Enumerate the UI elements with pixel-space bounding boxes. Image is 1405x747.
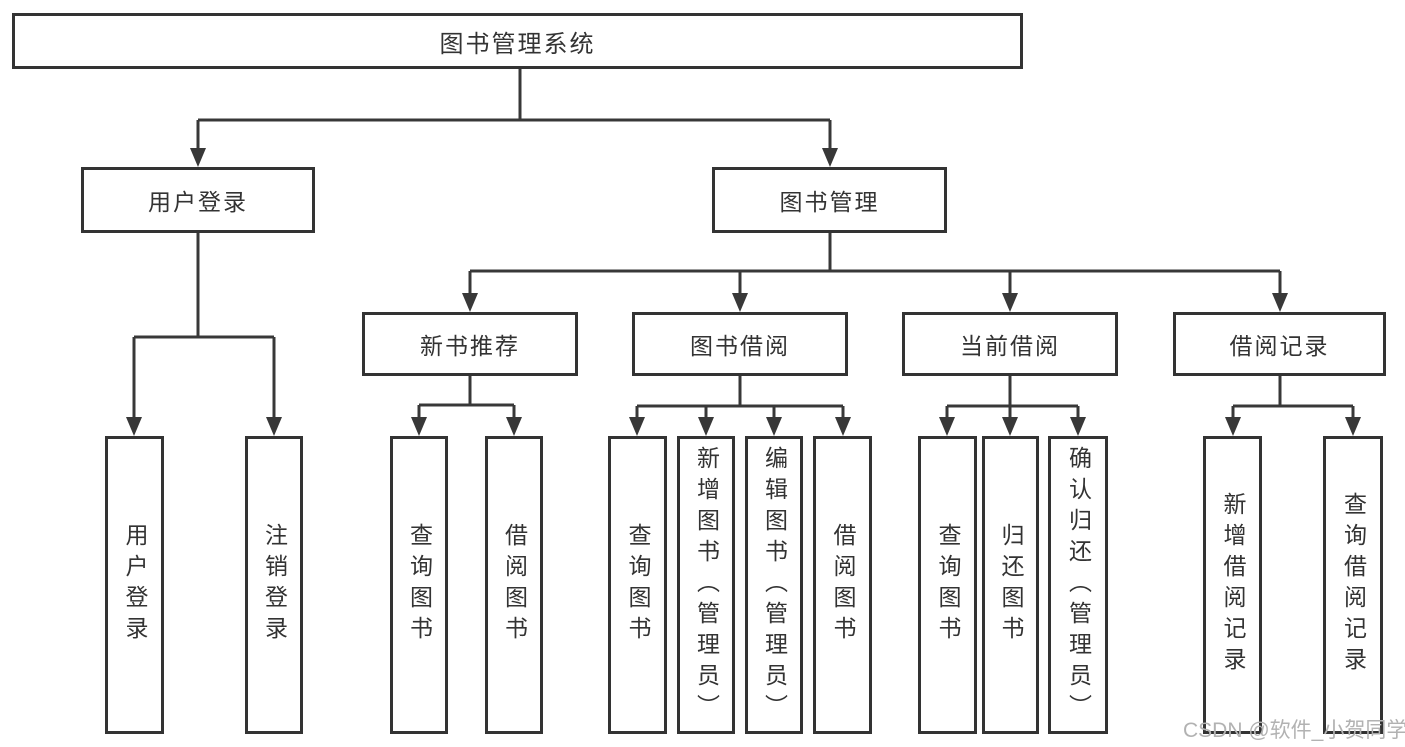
leaf-label: 借阅图书 [830, 523, 856, 647]
node-book-management: 图书管理 [712, 167, 947, 233]
node-user-login: 用户登录 [81, 167, 315, 233]
leaf-logout: 注销登录 [245, 436, 303, 734]
leaf-newrec-borrow-books: 借阅图书 [485, 436, 543, 734]
node-label: 新书推荐 [420, 333, 520, 359]
leaf-records-add-borrow-record: 新增借阅记录 [1203, 436, 1262, 734]
leaf-label: 编辑图书（管理员） [761, 445, 788, 725]
leaf-newrec-query-books: 查询图书 [390, 436, 448, 734]
leaf-label: 确认归还（管理员） [1065, 445, 1092, 725]
node-new-book-recommend: 新书推荐 [362, 312, 578, 376]
leaf-current-confirm-return-admin: 确认归还（管理员） [1048, 436, 1108, 734]
leaf-borrow-borrow-books: 借阅图书 [813, 436, 872, 734]
leaf-label: 查询图书 [406, 523, 433, 647]
node-library-management-system: 图书管理系统 [12, 13, 1023, 69]
csdn-watermark: CSDN @软件_小贺同学 [1183, 719, 1405, 742]
node-label: 图书借阅 [690, 333, 790, 359]
leaf-label: 用户登录 [122, 523, 148, 647]
node-label: 图书管理系统 [439, 30, 596, 58]
leaf-label: 归还图书 [998, 523, 1024, 647]
leaf-label: 查询图书 [625, 523, 651, 647]
leaf-borrow-edit-books-admin: 编辑图书（管理员） [745, 436, 803, 734]
leaf-current-query-books: 查询图书 [918, 436, 977, 734]
leaf-label: 查询图书 [935, 523, 961, 647]
node-label: 图书管理 [779, 189, 880, 215]
leaf-current-return-books: 归还图书 [982, 436, 1039, 734]
node-borrow-records: 借阅记录 [1173, 312, 1386, 376]
leaf-label: 借阅图书 [501, 523, 528, 647]
leaf-borrow-add-books-admin: 新增图书（管理员） [677, 436, 735, 734]
node-label: 用户登录 [148, 189, 248, 215]
node-label: 借阅记录 [1229, 333, 1330, 359]
leaf-label: 查询借阅记录 [1340, 492, 1367, 678]
leaf-label: 注销登录 [261, 523, 288, 647]
node-current-borrow: 当前借阅 [902, 312, 1118, 376]
leaf-records-query-borrow-record: 查询借阅记录 [1323, 436, 1383, 734]
leaf-label: 新增图书（管理员） [693, 445, 720, 725]
leaf-label: 新增借阅记录 [1220, 492, 1246, 678]
leaf-borrow-query-books: 查询图书 [608, 436, 667, 734]
node-book-borrow: 图书借阅 [632, 312, 848, 376]
leaf-user-login: 用户登录 [105, 436, 164, 734]
node-label: 当前借阅 [960, 333, 1060, 359]
